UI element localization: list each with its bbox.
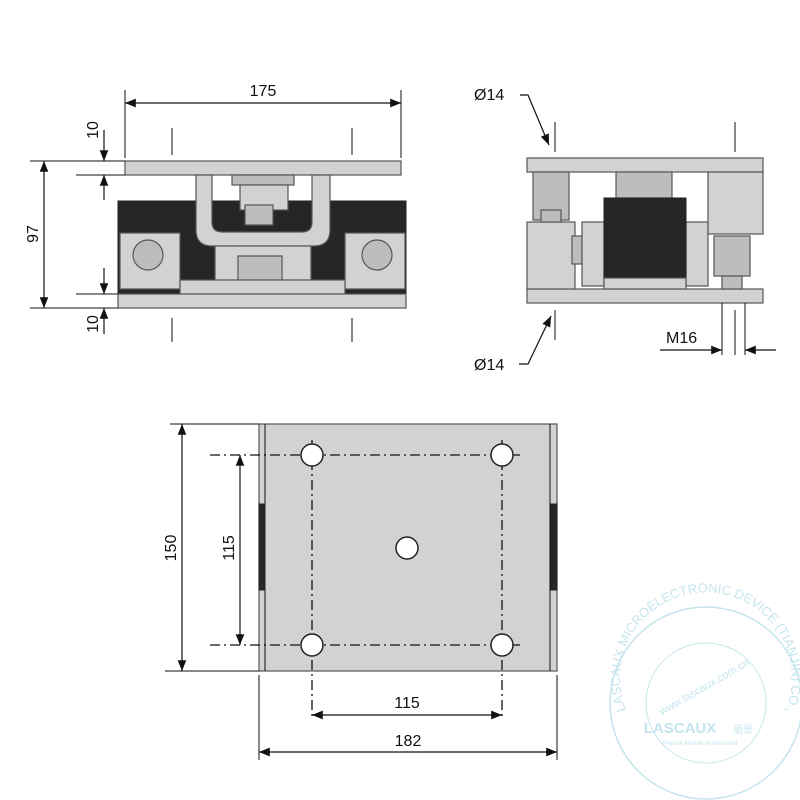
plan-view: 150 115 115 182 (163, 423, 558, 760)
side-right-post (707, 171, 764, 235)
side-cell-right (685, 221, 709, 287)
dim-front-bottom-plate: 10 (85, 315, 102, 333)
front-bottom-plate (117, 293, 407, 309)
side-bottom-plate (526, 288, 764, 304)
dim-plan-hole-horizontal: 115 (394, 695, 420, 712)
plan-left-rubber (258, 503, 266, 591)
front-view: 175 97 10 10 (25, 83, 407, 342)
side-cell-cap (615, 171, 673, 199)
front-u-bracket (195, 174, 331, 247)
front-right-pin (361, 239, 393, 271)
watermark-inner-ring (645, 642, 767, 764)
dim-side-top-hole: Ø14 (474, 87, 504, 104)
watermark-brand: LASCAUX (644, 720, 717, 737)
dim-front-width: 175 (250, 83, 277, 100)
side-view: Ø14 Ø14 M16 (474, 87, 776, 374)
front-cell-cap (231, 174, 295, 186)
side-cell-left (581, 221, 605, 287)
plan-hole-top-right (490, 443, 514, 467)
front-lower-nut (237, 255, 283, 283)
front-top-plate (124, 160, 402, 176)
dim-front-top-plate: 10 (85, 121, 102, 139)
dim-plan-height: 150 (163, 535, 180, 562)
side-left-post (526, 221, 576, 290)
side-bottom-hole-leader (519, 315, 552, 365)
side-right-nut (713, 235, 751, 277)
watermark-outer-ring (609, 606, 800, 800)
dim-side-thread: M16 (666, 330, 697, 347)
watermark-brand-cn: 丽景 (733, 724, 753, 736)
dim-plan-width: 182 (395, 733, 422, 750)
plan-hole-top-left (300, 443, 324, 467)
dim-front-height: 97 (25, 225, 42, 243)
front-lower-strip (179, 279, 346, 295)
side-top-plate (526, 157, 764, 173)
plan-right-rubber (550, 503, 558, 591)
side-base-strip (603, 277, 687, 290)
side-left-washer (540, 209, 562, 223)
side-left-pin (571, 235, 583, 265)
side-right-washer (721, 275, 743, 290)
front-bolt-head (244, 204, 274, 226)
dim-side-bottom-hole: Ø14 (474, 357, 504, 374)
plan-hole-bottom-right (490, 633, 514, 657)
watermark-url: www.lascaux.com.cn (656, 657, 751, 719)
plan-hole-bottom-left (300, 633, 324, 657)
dim-plan-hole-vertical: 115 (221, 535, 238, 561)
front-left-pin (132, 239, 164, 271)
side-top-hole-leader (520, 94, 550, 146)
side-rubber (603, 197, 687, 279)
plan-hole-center (395, 536, 419, 560)
watermark-tagline: Precise flexible professional (663, 741, 737, 747)
